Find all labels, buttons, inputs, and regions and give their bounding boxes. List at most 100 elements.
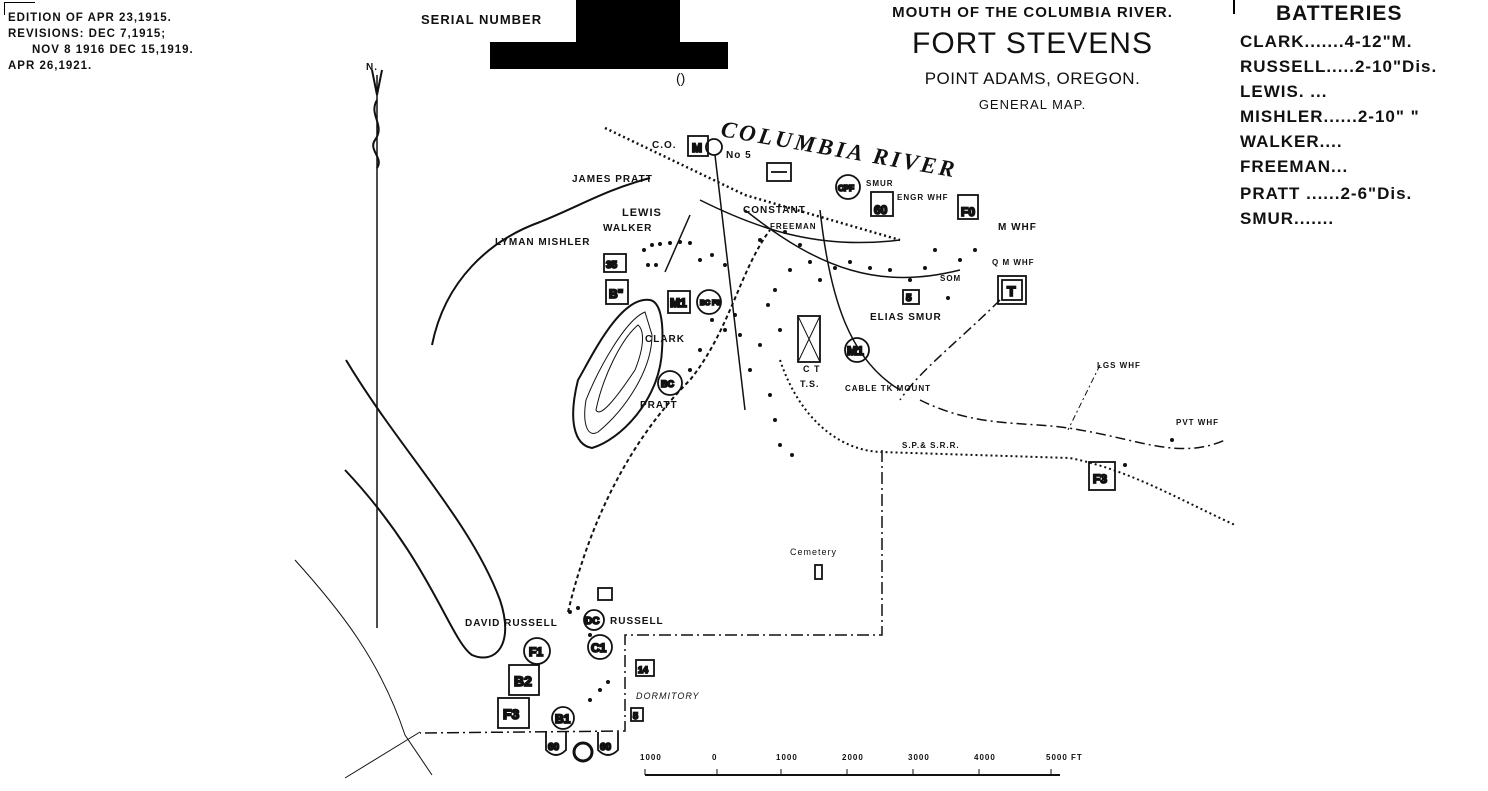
road xyxy=(567,229,771,613)
building-dot xyxy=(688,368,692,372)
edition-line: EDITION OF APR 23,1915. xyxy=(8,12,172,24)
building-dot xyxy=(848,260,852,264)
scale-tick-label: 0 xyxy=(712,753,717,762)
serial-number-label: SERIAL NUMBER xyxy=(421,12,543,27)
building-dot xyxy=(668,241,672,245)
label-constant: CONSTANT xyxy=(743,205,806,216)
building-dot xyxy=(606,680,610,684)
building-dot xyxy=(946,296,950,300)
symbol-sixty-top: 60 xyxy=(870,191,894,218)
battery-armament: 4-12"M. xyxy=(1344,32,1413,51)
parade-ground-symbol xyxy=(797,315,821,363)
title-subject: MOUTH OF THE COLUMBIA RIVER. xyxy=(892,4,1173,21)
title-block: MOUTH OF THE COLUMBIA RIVER. FORT STEVEN… xyxy=(860,4,1205,112)
svg-text:B2: B2 xyxy=(514,673,532,689)
symbol-m-top: M xyxy=(687,135,723,157)
battery-name: WALKER.... xyxy=(1240,132,1343,151)
redaction-block xyxy=(576,0,680,44)
scale-tick-label: 1000 xyxy=(776,753,798,762)
cemetery-symbol xyxy=(814,564,823,580)
label-pvt-whf: PVT WHF xyxy=(1176,418,1219,427)
title-location: POINT ADAMS, OREGON. xyxy=(924,69,1141,88)
label-no5: No 5 xyxy=(726,150,752,161)
building-dot xyxy=(738,333,742,337)
label-freeman: FREEMAN xyxy=(770,222,817,231)
battery-row: FREEMAN... xyxy=(1240,157,1437,184)
lake-outline xyxy=(572,298,664,450)
symbol-b-upper: B" xyxy=(605,279,629,305)
label-cable-tank: CABLE TK MOUNT xyxy=(845,384,931,393)
svg-text:60: 60 xyxy=(874,203,888,217)
building-symbol xyxy=(597,587,613,601)
svg-text:B": B" xyxy=(609,287,623,301)
shoreline xyxy=(344,731,421,779)
label-co: C.O. xyxy=(652,140,677,151)
redaction-block xyxy=(490,42,728,69)
wharf-line xyxy=(1067,364,1101,431)
edition-notes: EDITION OF APR 23,1915. REVISIONS: DEC 7… xyxy=(8,10,194,74)
building-dot xyxy=(588,698,592,702)
battery-row: CLARK.......4-12"M. xyxy=(1240,32,1437,57)
label-som: SOM xyxy=(940,274,961,283)
svg-text:C1: C1 xyxy=(591,641,607,655)
building-dot xyxy=(773,288,777,292)
label-qm-whf: Q M WHF xyxy=(992,258,1035,267)
battery-armament: 2-10" " xyxy=(1357,107,1420,126)
battery-name: MISHLER...... xyxy=(1240,107,1358,126)
symbol-sixty-b: 60 xyxy=(597,732,619,756)
water-tank-symbol xyxy=(572,741,594,763)
building-dot xyxy=(868,266,872,270)
svg-text:DC: DC xyxy=(585,616,599,627)
battery-row: LEWIS. ... xyxy=(1240,82,1437,107)
symbol-eq xyxy=(766,162,792,182)
parade-ground-cross xyxy=(797,315,821,363)
svg-text:M: M xyxy=(692,141,702,155)
symbol-five-south: 5 xyxy=(630,707,644,722)
label-david-russell: DAVID RUSSELL xyxy=(465,618,558,629)
battery-row: PRATT ......2-6"Dis. xyxy=(1240,184,1437,209)
symbol-f1: F1 xyxy=(523,637,551,665)
svg-text:60: 60 xyxy=(600,742,612,753)
battery-name: CLARK....... xyxy=(1240,32,1345,51)
building-dot xyxy=(933,248,937,252)
symbol-fo: F0 xyxy=(957,194,979,220)
label-lyman-mishler: LYMAN MISHLER xyxy=(495,237,590,248)
svg-text:CPF: CPF xyxy=(838,184,854,193)
building-dot xyxy=(766,303,770,307)
building-dot xyxy=(790,453,794,457)
symbol-cpf: CPF xyxy=(835,174,861,200)
building-dot xyxy=(833,266,837,270)
building-dot xyxy=(710,253,714,257)
symbol-sixty-a: 60 xyxy=(545,732,567,756)
building-dot xyxy=(576,606,580,610)
svg-text:5: 5 xyxy=(906,293,912,304)
label-ts: T.S. xyxy=(800,379,820,389)
building-dot xyxy=(598,688,602,692)
building-dot xyxy=(733,313,737,317)
building-dots xyxy=(568,230,1174,702)
building-dot xyxy=(646,263,650,267)
building-dot xyxy=(698,258,702,262)
building-dot xyxy=(723,328,727,332)
battery-row: MISHLER......2-10" " xyxy=(1240,107,1437,132)
building-dot xyxy=(923,266,927,270)
label-elias-smur: ELIAS SMUR xyxy=(870,312,942,323)
post-roads xyxy=(819,209,901,391)
building-dot xyxy=(642,248,646,252)
symbol-bcf3: BC F3 xyxy=(696,289,722,315)
svg-text:14: 14 xyxy=(638,665,648,675)
label-engr-whf: ENGR WHF xyxy=(897,193,949,202)
building-dot xyxy=(798,243,802,247)
batteries-heading: BATTERIES xyxy=(1276,2,1403,25)
lake-contour xyxy=(584,311,653,434)
building-dot xyxy=(773,418,777,422)
north-arrow-icon xyxy=(371,69,383,169)
building-dot xyxy=(678,240,682,244)
svg-text:M1: M1 xyxy=(847,344,864,358)
symbol-f3-east: F3 xyxy=(1088,461,1116,491)
scale-tick-label: 5000 FT xyxy=(1046,753,1083,762)
reservation-boundary xyxy=(419,450,883,734)
label-cemetery: Cemetery xyxy=(790,547,837,557)
